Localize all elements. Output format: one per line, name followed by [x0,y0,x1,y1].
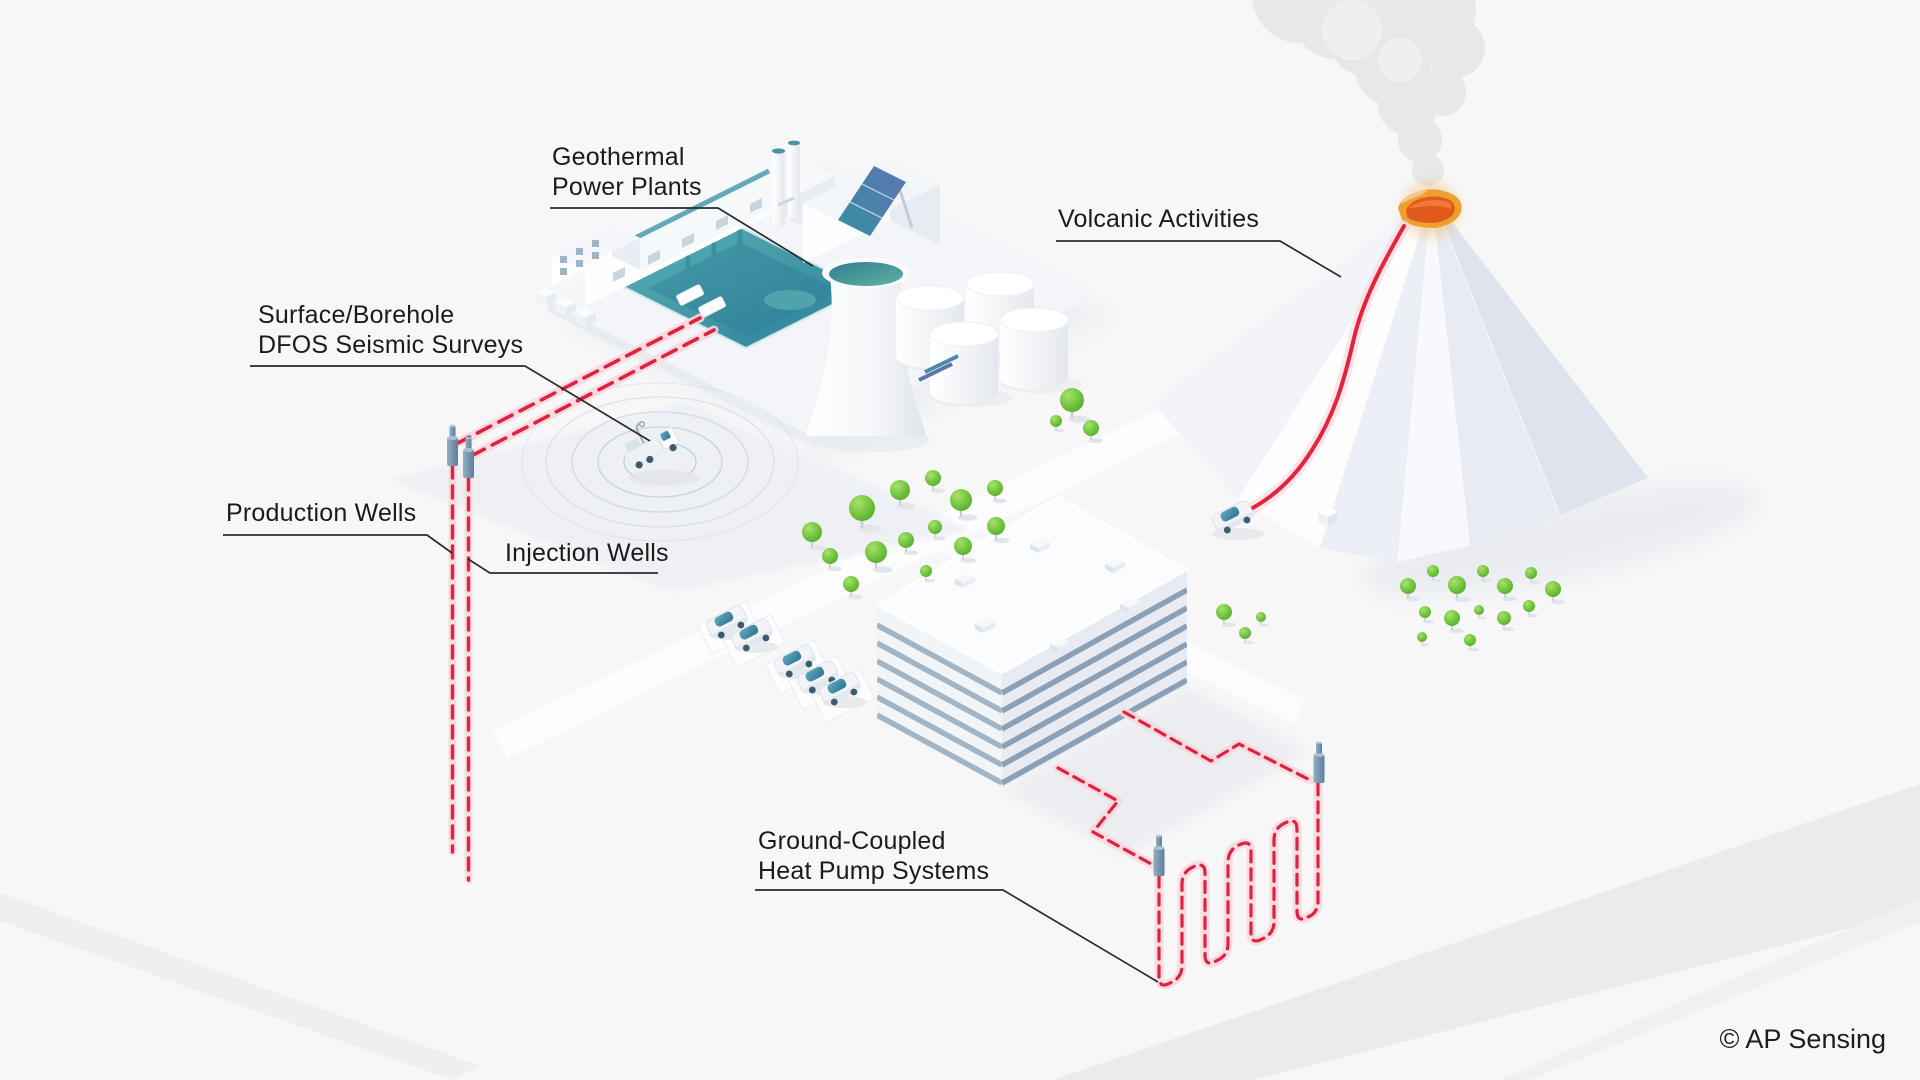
label-ground-coupled-heat-pump: Ground-Coupled Heat Pump Systems [758,826,989,886]
leader-geothermal [550,207,814,267]
borehole-serpentine [1157,780,1320,987]
solar-panel [838,166,906,236]
volcano [1152,0,1756,596]
ramp-block [698,296,726,318]
annex-building [552,224,640,286]
leader-heatpump [755,889,1159,983]
label-production-wells: Production Wells [226,498,416,528]
label-dfos-seismic-surveys: Surface/Borehole DFOS Seismic Surveys [258,300,523,360]
smoke-plume [1252,0,1485,186]
label-injection-wells: Injection Wells [505,538,669,568]
label-line: Power Plants [552,173,702,201]
road-band-bottom-left [0,893,480,1080]
label-line: Volcanic Activities [1058,205,1260,233]
label-line: Ground-Coupled [758,827,946,855]
road-band-bottom-right [1053,784,1920,1080]
leader-injection [467,558,658,574]
truck-shadow [628,470,700,486]
building-stripes-left [877,622,1002,786]
ramp-block [676,284,704,306]
geothermal-power-plant [536,140,1112,458]
ground-mound [390,402,970,592]
storage-tanks [895,271,1082,407]
leader-lines [223,207,1342,983]
seismic-vibrator-truck [624,420,680,469]
label-line: DFOS Seismic Surveys [258,331,524,359]
leader-volcanic [1056,240,1342,278]
leader-production [223,534,453,554]
crater-lava [1398,189,1462,228]
leader-dfos [250,365,651,442]
volcano-shadow [1364,484,1756,596]
label-line: Surface/Borehole [258,301,455,329]
copyright-notice: © AP Sensing [1719,1024,1886,1054]
label-line: Injection Wells [505,539,669,567]
office-building [874,495,1310,855]
engine-house [803,160,940,263]
heat-pump-loop [1053,707,1323,990]
parking-lot [697,600,875,724]
label-volcanic-activities: Volcanic Activities [1058,204,1259,234]
volcano-body [1152,195,1648,563]
fiber-cable-on-volcano [1243,220,1410,516]
rock [1318,507,1338,527]
chimney [772,140,800,226]
label-line: Heat Pump Systems [758,857,990,885]
well-fiber-cables [448,313,719,884]
building-stripes-right [1002,587,1187,786]
label-line: Geothermal [552,143,685,171]
label-geothermal-power-plants: Geothermal Power Plants [552,142,702,202]
label-line: Production Wells [226,499,417,527]
